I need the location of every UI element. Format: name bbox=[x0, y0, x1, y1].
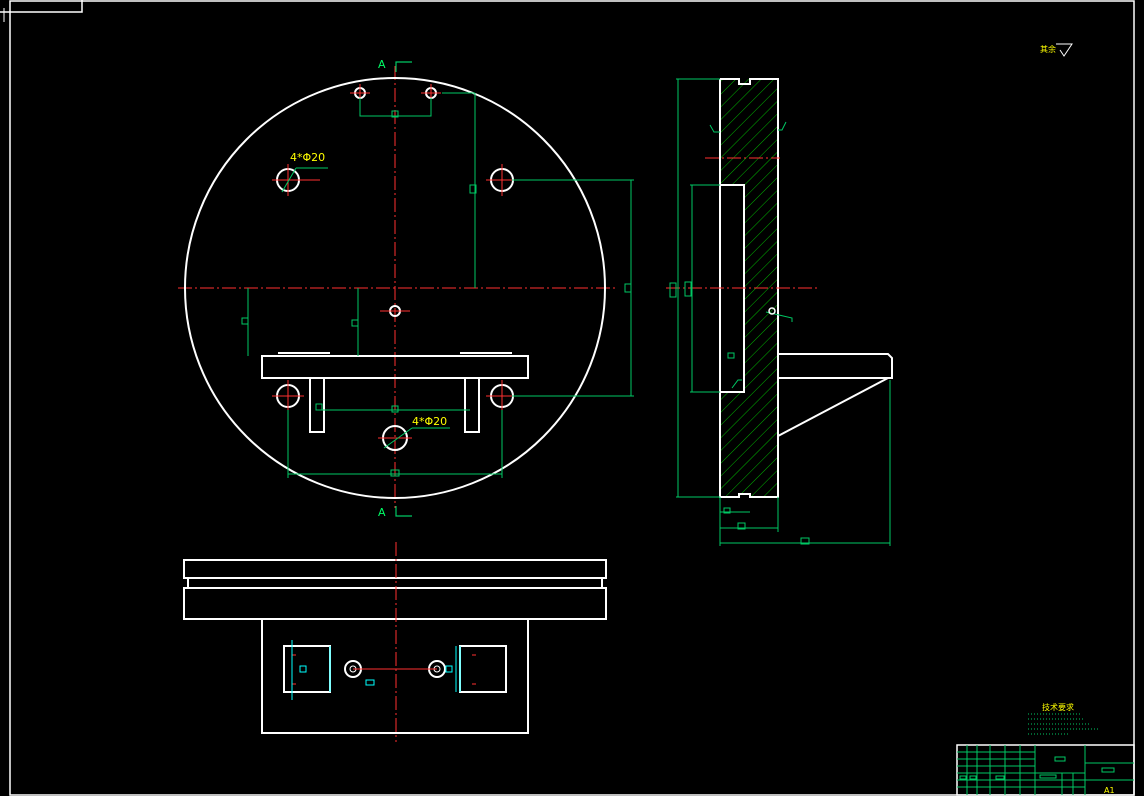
hole-callout-lower-center: 4*Φ20 bbox=[412, 415, 447, 428]
plate-outline bbox=[184, 77, 606, 499]
title-block-sheet-size: A1 bbox=[1104, 786, 1115, 795]
bracket-rail bbox=[261, 352, 529, 433]
top-view bbox=[183, 542, 607, 742]
tech-requirements-title: 技术要求 bbox=[1042, 702, 1074, 712]
section-mark-top: A bbox=[378, 58, 412, 72]
front-view: A A 4*Φ20 4*Φ20 bbox=[178, 58, 634, 519]
front-view-dimensions bbox=[241, 92, 634, 478]
hole-callout-upper-left: 4*Φ20 bbox=[290, 151, 325, 164]
top-view-outline bbox=[183, 559, 607, 734]
section-mark-bottom-label: A bbox=[378, 506, 386, 519]
side-view bbox=[666, 78, 893, 546]
side-view-dimensions bbox=[669, 78, 891, 546]
section-mark-bottom: A bbox=[378, 506, 412, 519]
front-view-centerlines bbox=[178, 66, 616, 508]
roughness-note-label: 其余 bbox=[1040, 44, 1056, 54]
tech-requirements: 技术要求 bbox=[1028, 702, 1100, 735]
roughness-note: 其余 bbox=[1040, 43, 1073, 57]
top-view-hidden-lines bbox=[291, 640, 461, 700]
section-mark-top-label: A bbox=[378, 58, 386, 71]
title-block: A1 bbox=[956, 744, 1135, 796]
